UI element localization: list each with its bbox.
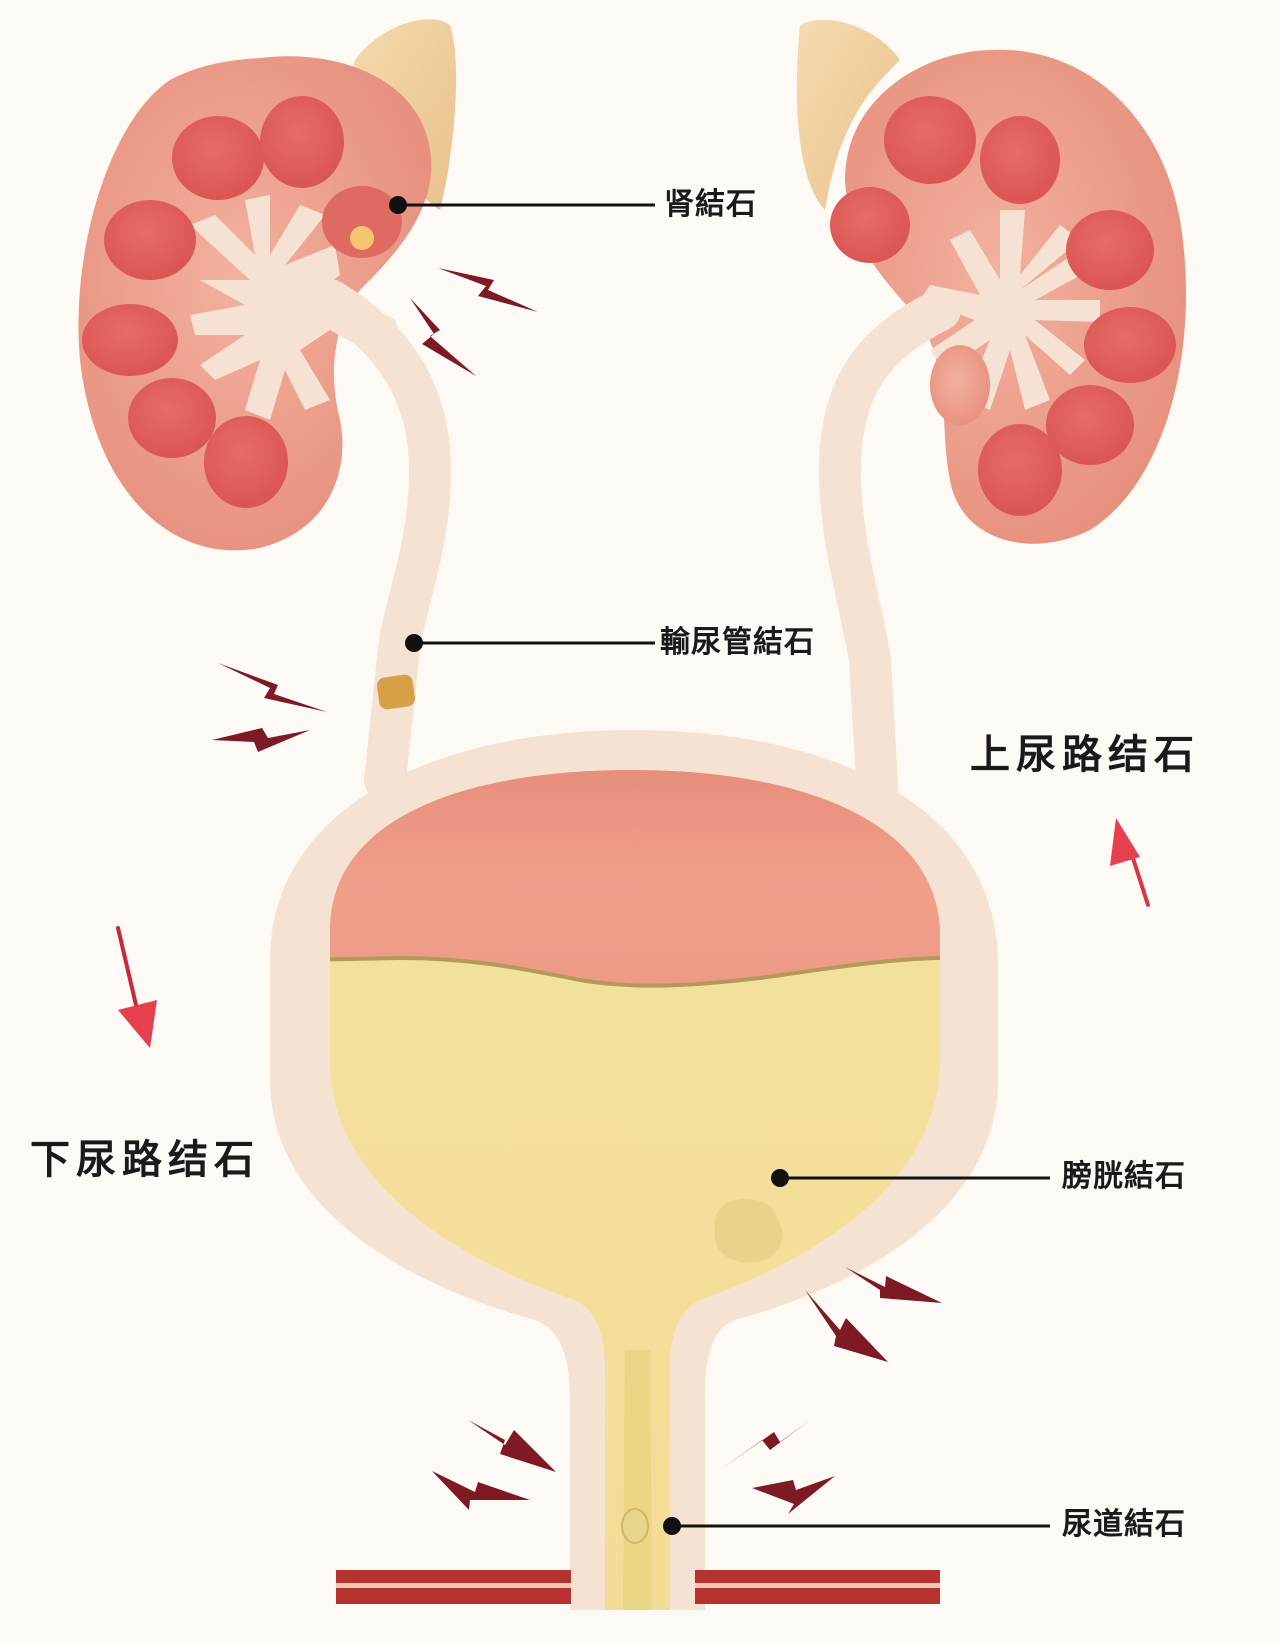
pelvic-floor-right [695, 1570, 940, 1604]
pain-bolt-icon [410, 298, 476, 376]
bladder-stone-label: 膀胱結石 [1062, 1159, 1186, 1194]
pain-bolt-icon [752, 1476, 835, 1514]
kidney-stone [350, 226, 374, 250]
leader-dots [389, 196, 789, 1535]
pain-bolt-icon [468, 1420, 556, 1472]
pain-bolt-icon [212, 728, 310, 752]
right-kidney [830, 49, 1186, 544]
right-ureter [818, 289, 961, 821]
bladder-stone [714, 1198, 783, 1263]
pain-indicators [212, 268, 942, 1514]
left-ureter [309, 279, 452, 801]
urine-surface-line [330, 955, 940, 988]
ureter-stone-label: 輸尿管結石 [660, 625, 815, 660]
right-adrenal-gland [796, 19, 900, 211]
urethral-stone [621, 1508, 649, 1544]
upper-tract-label: 上尿路结石 [970, 732, 1200, 778]
left-kidney [78, 56, 432, 551]
leader-lines [398, 203, 1050, 1528]
pelvic-floor-left [336, 1570, 571, 1604]
lower-tract-label: 下尿路结石 [30, 1137, 260, 1183]
pain-bolt-icon [432, 1471, 530, 1510]
pain-bolt-icon [438, 268, 538, 312]
bladder-air-space [330, 770, 940, 986]
upper-tract-arrow-icon [1110, 818, 1150, 907]
pain-bolt-icon [218, 663, 327, 712]
ureter-stone [376, 674, 416, 710]
kidney-stone-label: 肾結石 [664, 187, 757, 222]
pain-bolt-icon [805, 1290, 888, 1362]
kidney-stone-calyx [322, 186, 402, 258]
urethral-stone-label: 尿道結石 [1062, 1507, 1186, 1542]
pain-bolt-icon [845, 1267, 942, 1303]
pain-bolt-icon [720, 1420, 810, 1470]
lower-tract-arrow-icon [116, 926, 157, 1048]
